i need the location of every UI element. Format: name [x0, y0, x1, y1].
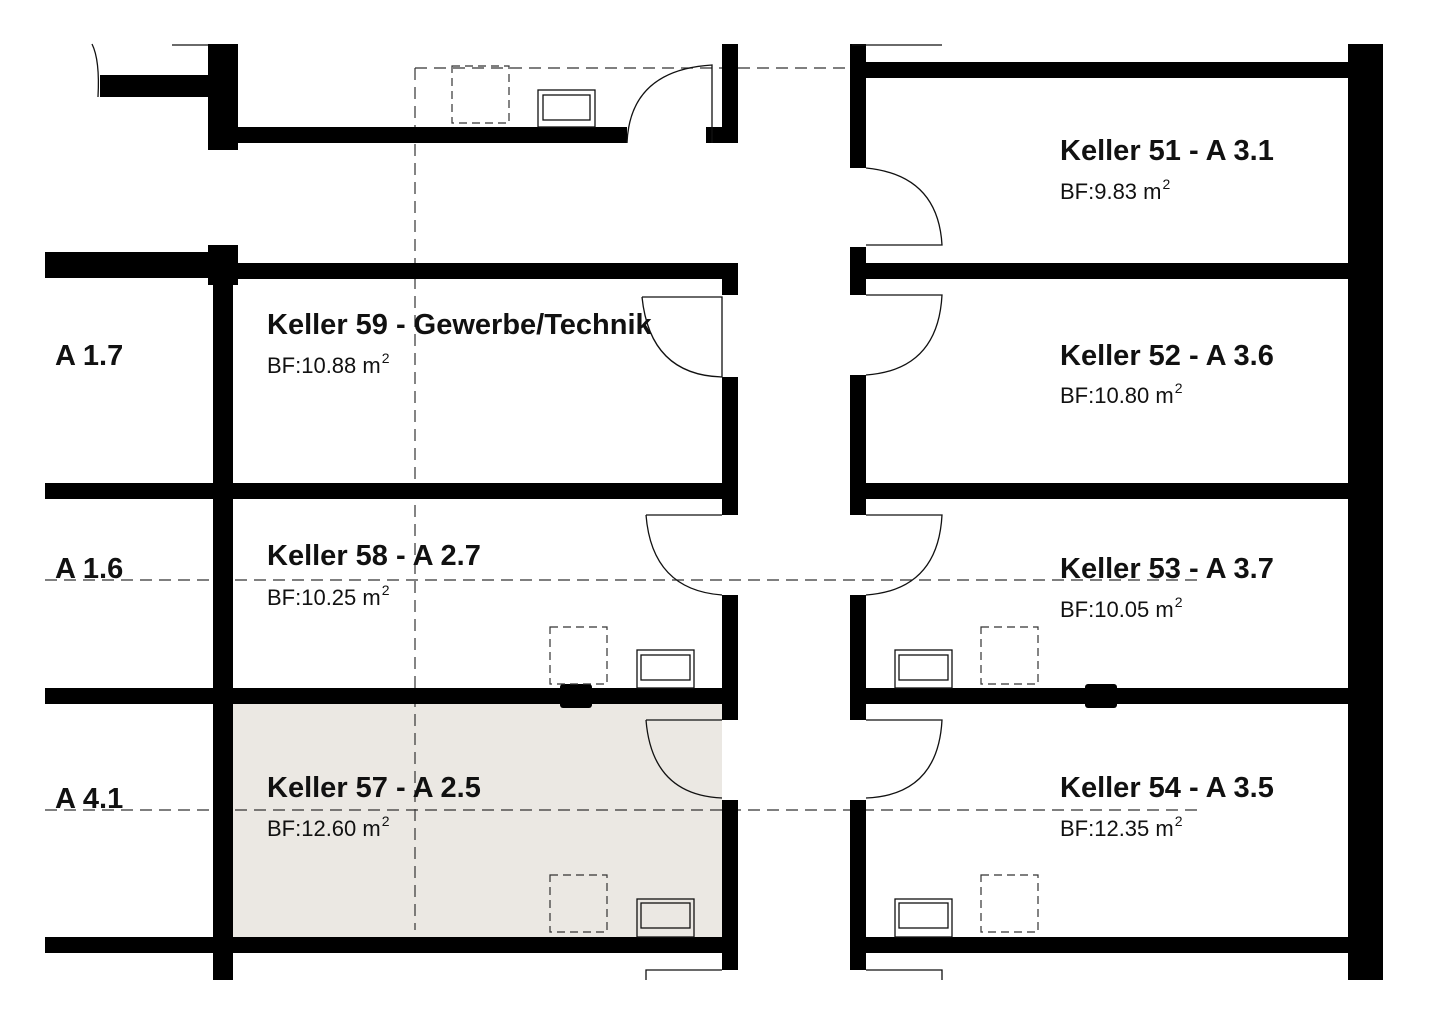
sink-icon [636, 649, 695, 689]
sink-icon [894, 649, 953, 689]
door-swing-arc [91, 43, 100, 98]
area-unit-sup: 2 [1175, 380, 1183, 396]
fixtures [451, 65, 1039, 938]
sink-icon [894, 898, 953, 938]
area-unit-sup: 2 [1162, 176, 1170, 192]
room-name: Keller 54 - A 3.5 [1060, 772, 1274, 804]
area-unit-sup: 2 [382, 350, 390, 366]
room-name: Keller 52 - A 3.6 [1060, 340, 1274, 372]
room-name: Keller 51 - A 3.1 [1060, 135, 1274, 167]
door-swing-arc [865, 167, 943, 246]
room-area: BF:9.83 m [1060, 179, 1161, 204]
door-swing-arc [626, 64, 713, 144]
door-swing-arc [865, 719, 943, 799]
axis-label: A 4.1 [55, 783, 123, 815]
door-swing-arc [865, 514, 943, 596]
door-swing-arc [645, 719, 723, 799]
shaft-outline [980, 626, 1039, 685]
room-area: BF:10.25 m [267, 585, 381, 610]
room-52[interactable]: Keller 52 - A 3.6 BF:10.80 m 2 [1060, 340, 1274, 408]
room-area: BF:12.35 m [1060, 816, 1174, 841]
room-57[interactable]: Keller 57 - A 2.5 BF:12.60 m 2 [267, 772, 481, 841]
room-area: BF:10.05 m [1060, 597, 1174, 622]
area-unit-sup: 2 [382, 582, 390, 598]
room-58[interactable]: Keller 58 - A 2.7 BF:10.25 m 2 [267, 540, 481, 610]
door-swing-arc [641, 296, 723, 378]
door-swing-arc [645, 514, 723, 596]
shaft-outline [549, 626, 608, 685]
area-unit-sup: 2 [382, 813, 390, 829]
doors [91, 43, 943, 980]
shaft-outline [980, 874, 1039, 933]
shaft-outline [451, 65, 510, 124]
room-51[interactable]: Keller 51 - A 3.1 BF:9.83 m 2 [1060, 135, 1274, 204]
grid-lines [45, 67, 1200, 930]
room-name: Keller 58 - A 2.7 [267, 540, 481, 572]
sink-icon [537, 89, 596, 128]
room-57-highlight[interactable] [233, 704, 722, 937]
room-name: Keller 57 - A 2.5 [267, 772, 481, 804]
room-53[interactable]: Keller 53 - A 3.7 BF:10.05 m 2 [1060, 553, 1274, 622]
area-unit-sup: 2 [1175, 813, 1183, 829]
room-area: BF:12.60 m [267, 816, 381, 841]
room-name: Keller 53 - A 3.7 [1060, 553, 1274, 585]
room-area: BF:10.88 m [267, 353, 381, 378]
shaft-outline [549, 874, 608, 933]
room-59[interactable]: Keller 59 - Gewerbe/Technik BF:10.88 m 2 [267, 309, 653, 378]
area-unit-sup: 2 [1175, 594, 1183, 610]
room-name: Keller 59 - Gewerbe/Technik [267, 309, 653, 341]
walls [45, 44, 1383, 980]
room-area: BF:10.80 m [1060, 383, 1174, 408]
room-54[interactable]: Keller 54 - A 3.5 BF:12.35 m 2 [1060, 772, 1274, 841]
axis-label: A 1.6 [55, 553, 123, 585]
door-swing-arc [865, 294, 943, 376]
axis-label: A 1.7 [55, 340, 123, 372]
sink-icon [636, 898, 695, 938]
